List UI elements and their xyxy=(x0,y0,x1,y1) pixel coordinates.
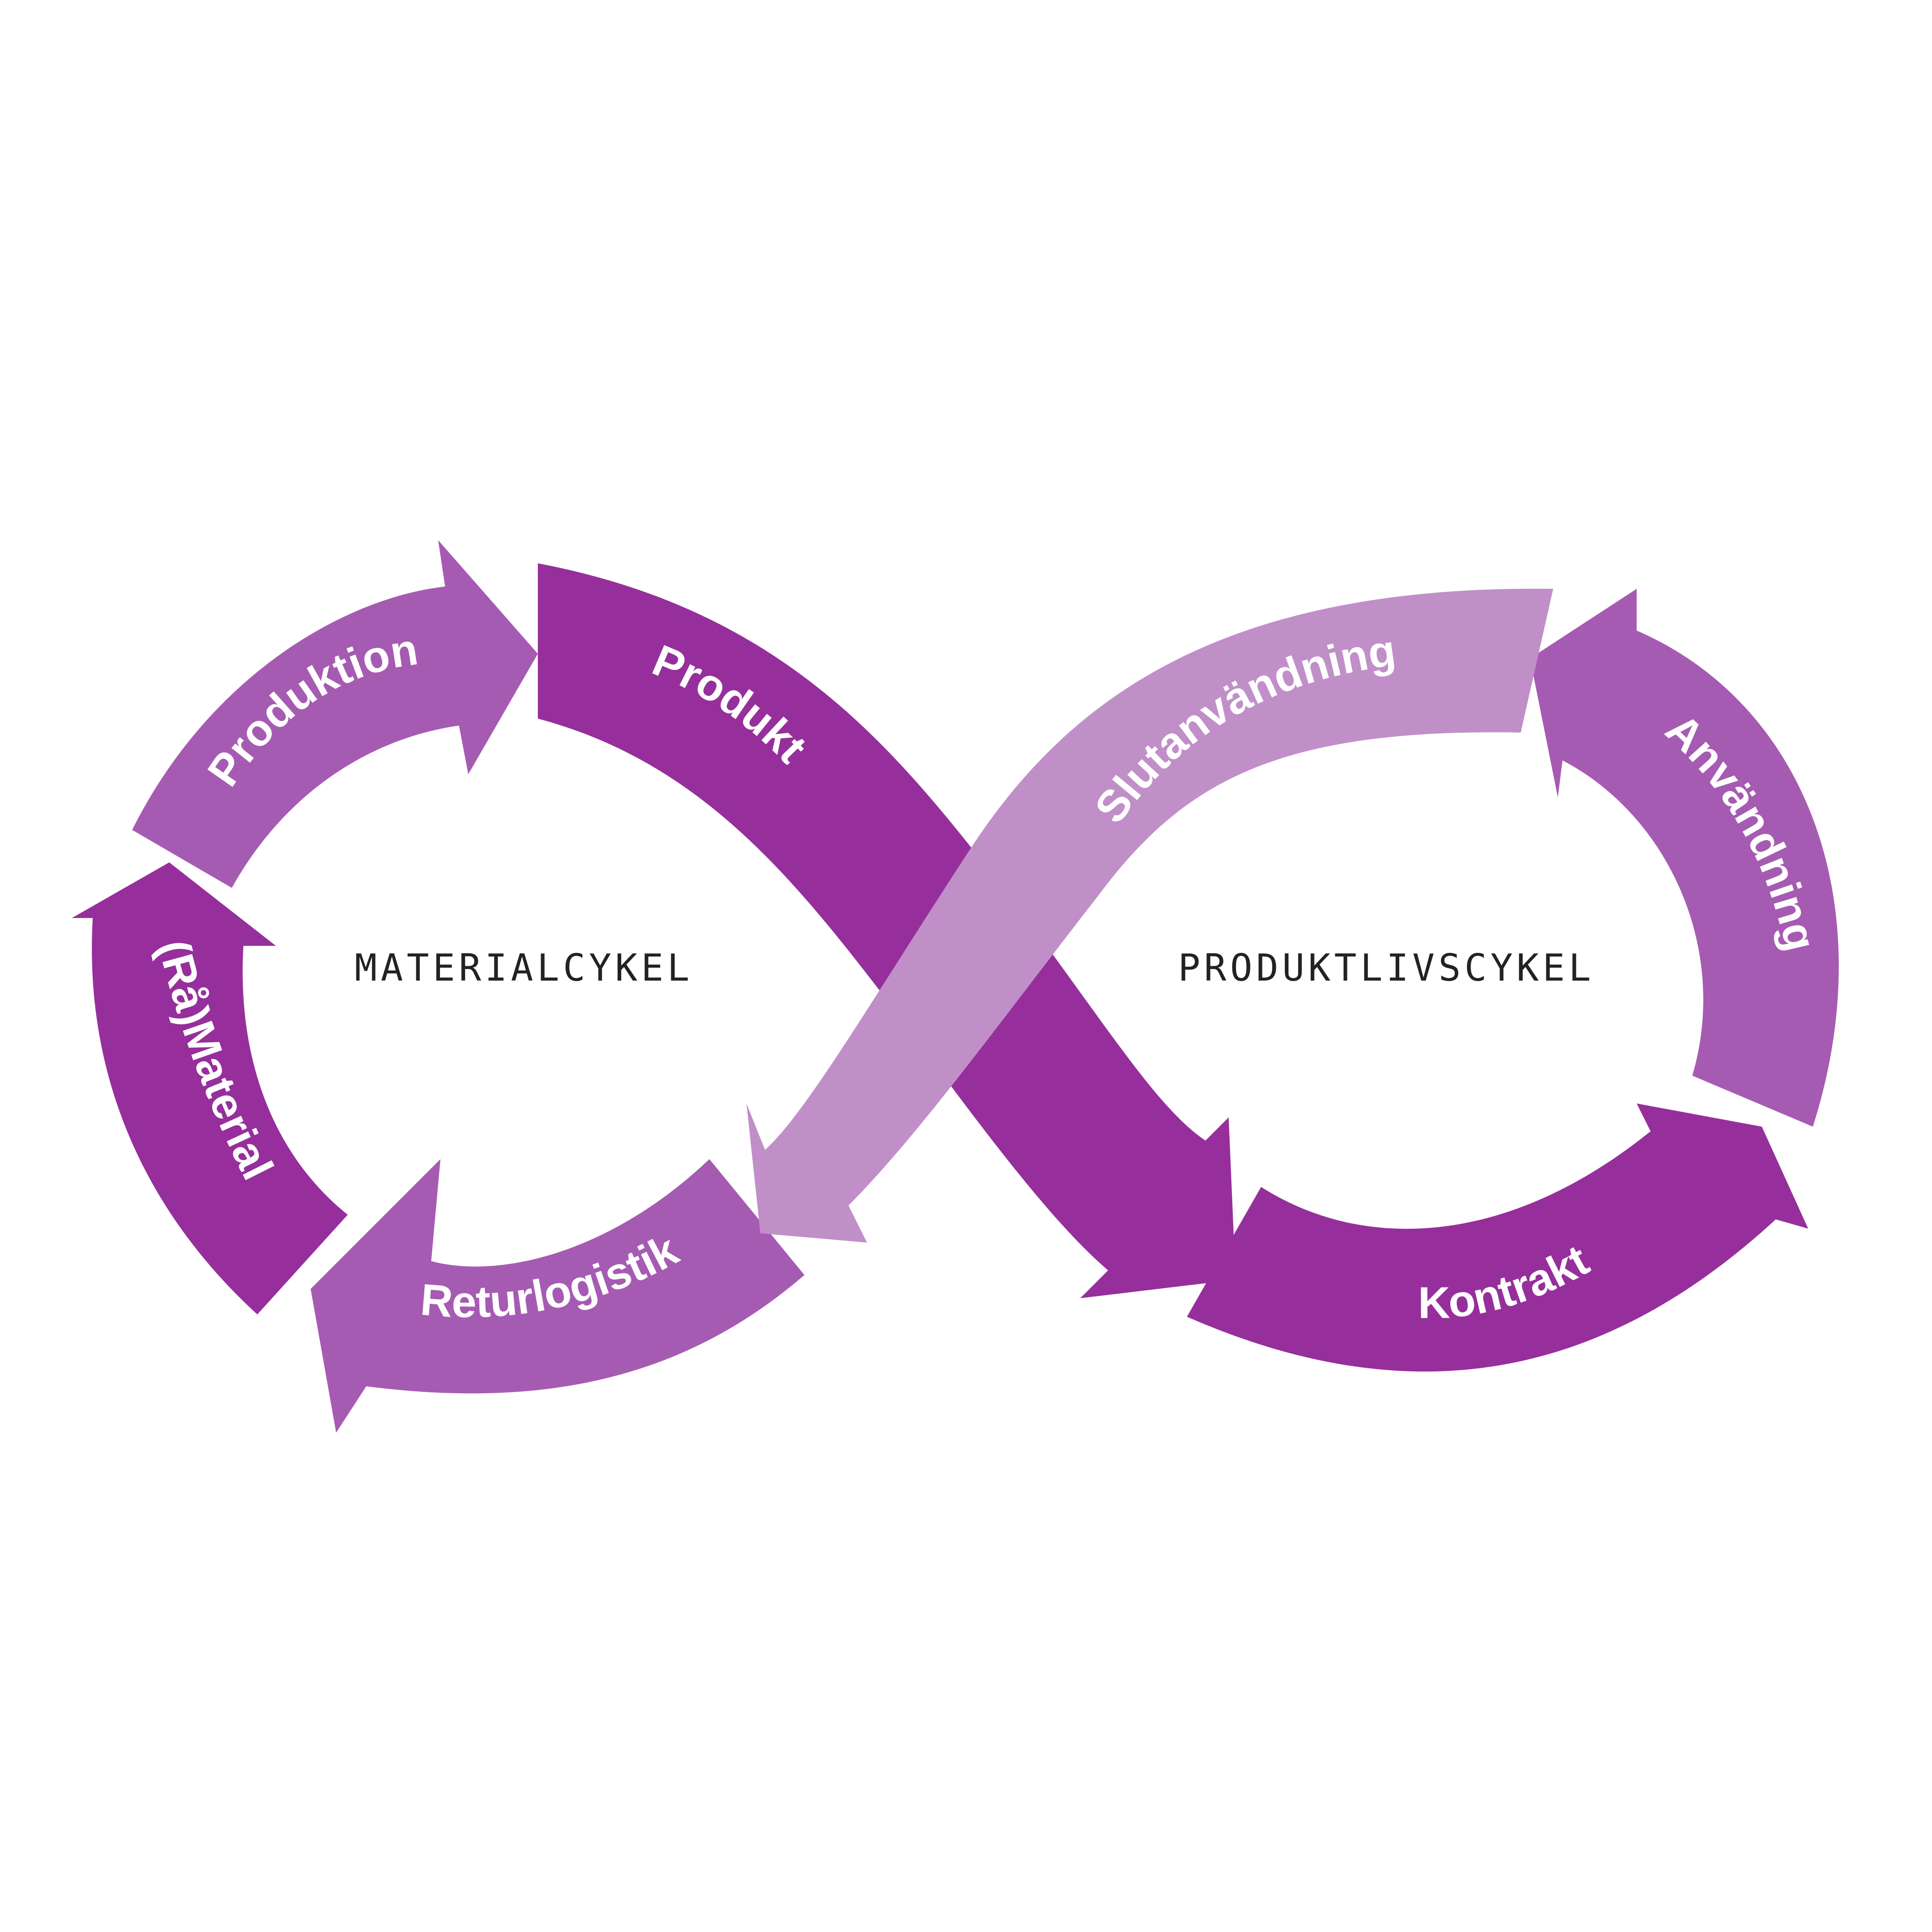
cycle-label-produktlivscykel: PRODUKTLIVSCYKEL xyxy=(1178,946,1595,989)
arrow-anvandning xyxy=(1530,589,1839,1127)
arrow-kontrakt xyxy=(1187,1103,1808,1372)
cycle-label-materialcykel: MATERIALCYKEL xyxy=(355,946,693,989)
arrow-produkt xyxy=(538,563,1236,1298)
arrow-produktion xyxy=(132,540,538,888)
arrow-returlogistik xyxy=(311,1159,804,1433)
arrow-ramaterial xyxy=(72,862,348,1314)
arrow-slutanvandning xyxy=(746,588,1553,1243)
